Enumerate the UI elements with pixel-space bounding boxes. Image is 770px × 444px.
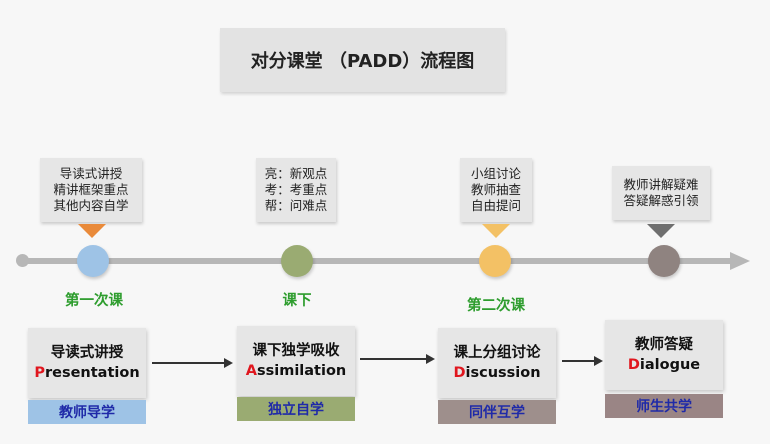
note-line: 考：考重点: [264, 182, 328, 197]
note-line: 教师抽查: [470, 182, 521, 197]
pointer-triangle-1: [78, 224, 106, 238]
note-line: 精讲框架重点: [53, 182, 129, 197]
stage-label-second-class: 第二次课: [467, 298, 525, 314]
stage-band-assimilation: 独立自学: [237, 397, 355, 421]
stage-band-discussion: 同伴互学: [438, 400, 556, 424]
flow-arrow-3-head: [594, 356, 603, 366]
timeline-dot-4: [648, 245, 680, 277]
stage-band-dialogue: 师生共学: [605, 394, 723, 418]
stage-name-zh: 课下独学吸收: [252, 343, 340, 359]
stage-name-zh: 教师答疑: [635, 337, 693, 353]
stage-initial: D: [453, 365, 466, 381]
flow-arrow-1-head: [224, 358, 233, 368]
note-line: 教师讲解疑难: [623, 177, 699, 192]
flow-arrow-1: [152, 362, 224, 364]
stage-card-dialogue: 教师答疑 Dialogue: [605, 320, 723, 390]
note-line: 帮：问难点: [264, 198, 328, 213]
stage-name-zh: 导读式讲授: [50, 345, 124, 361]
stage-name-zh: 课上分组讨论: [453, 345, 541, 361]
note-presentation: 导读式讲授 精讲框架重点 其他内容自学: [40, 158, 142, 222]
stage-label-first-class: 第一次课: [65, 293, 123, 309]
stage-name-en-rest: iscussion: [465, 365, 541, 381]
stage-name-en: Assimilation: [246, 361, 347, 381]
flow-arrow-2-head: [426, 354, 435, 364]
flow-arrow-3: [562, 360, 594, 362]
stage-name-en: Dialogue: [628, 355, 700, 375]
note-line: 自由提问: [470, 198, 521, 213]
note-line: 答疑解惑引领: [623, 193, 699, 208]
stage-name-en: Discussion: [453, 363, 540, 383]
stage-name-en-rest: ssimilation: [256, 363, 347, 379]
timeline-arrow-head: [730, 252, 750, 270]
timeline-dot-3: [479, 245, 511, 277]
note-line: 其他内容自学: [53, 198, 129, 213]
pointer-triangle-4: [647, 224, 675, 238]
stage-name-en: Presentation: [34, 363, 139, 383]
note-line: 亮：新观点: [264, 166, 328, 181]
note-line: 小组讨论: [470, 166, 521, 181]
timeline-dot-2: [281, 245, 313, 277]
note-discussion: 小组讨论 教师抽查 自由提问: [460, 158, 532, 222]
pointer-triangle-3: [482, 224, 510, 238]
stage-initial: D: [627, 357, 640, 373]
timeline-dot-1: [77, 245, 109, 277]
diagram-title: 对分课堂 （PADD）流程图: [220, 28, 505, 92]
note-dialogue: 教师讲解疑难 答疑解惑引领: [612, 166, 710, 220]
note-assimilation: 亮：新观点 考：考重点 帮：问难点: [256, 158, 336, 222]
stage-card-assimilation: 课下独学吸收 Assimilation: [237, 326, 355, 396]
stage-band-presentation: 教师导学: [28, 400, 146, 424]
stage-label-after-class: 课下: [282, 293, 312, 309]
stage-initial: P: [34, 365, 45, 381]
stage-name-en-rest: resentation: [44, 365, 140, 381]
flow-arrow-2: [360, 358, 426, 360]
note-line: 导读式讲授: [59, 166, 123, 181]
stage-name-en-rest: ialogue: [639, 357, 701, 373]
timeline-line: [22, 258, 732, 264]
stage-card-discussion: 课上分组讨论 Discussion: [438, 328, 556, 398]
stage-initial: A: [245, 363, 257, 379]
stage-card-presentation: 导读式讲授 Presentation: [28, 328, 146, 398]
